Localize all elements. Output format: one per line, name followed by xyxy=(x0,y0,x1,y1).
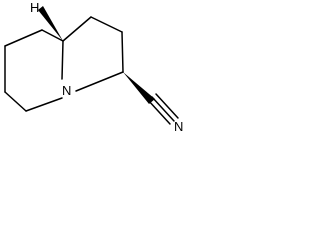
atom-label-n-nitrile: N xyxy=(174,119,183,133)
bond-c6-c5 xyxy=(4,91,27,112)
bond-n-ring-c8a xyxy=(61,40,64,80)
chemical-structure-diagram: H N N xyxy=(4,0,183,133)
atom-label-n-ring: N xyxy=(62,83,71,98)
bond-c3-n-ring xyxy=(75,71,124,92)
wedge-bond-nitrile xyxy=(123,72,155,104)
atom-label-h: H xyxy=(30,0,39,15)
bond-c8a-c8 xyxy=(41,29,64,42)
bond-c8-c7 xyxy=(4,29,43,47)
bond-c2-c3 xyxy=(121,31,124,73)
bond-c8a-c1 xyxy=(62,16,92,42)
triple-bond-line-3 xyxy=(155,93,179,119)
triple-bond-line-1 xyxy=(147,99,171,125)
triple-bond-line-2 xyxy=(151,96,175,122)
bond-c5-n-ring xyxy=(25,97,63,112)
wedge-bond-h xyxy=(38,6,63,41)
bond-c1-c2 xyxy=(90,16,123,33)
